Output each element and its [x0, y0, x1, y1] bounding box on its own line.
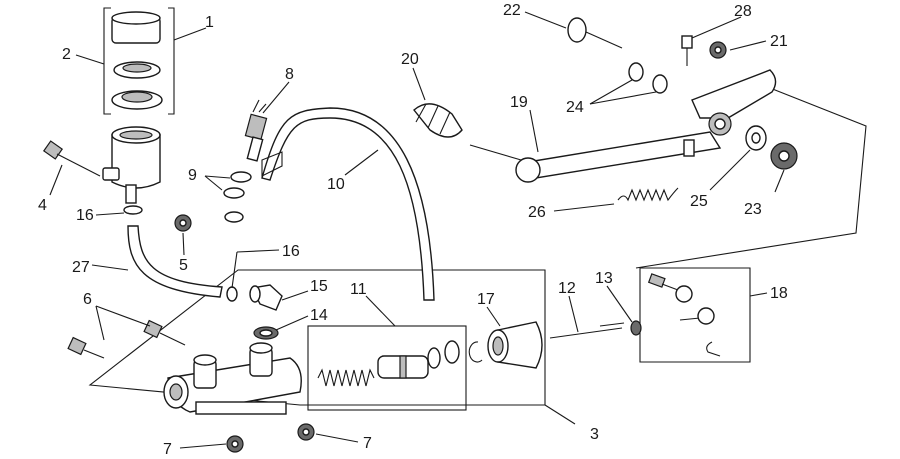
reservoir-screw [42, 140, 101, 177]
hose-clamp-lower [226, 286, 238, 302]
piston-washer [444, 340, 460, 364]
callout-2: 2 [62, 46, 71, 63]
callout-16-lower: 16 [282, 243, 300, 260]
callout-15: 15 [310, 278, 328, 295]
mounting-nuts [226, 423, 315, 453]
callout-27: 27 [72, 259, 90, 276]
callout-13: 13 [595, 270, 613, 287]
circlip [468, 341, 483, 363]
pushrod [549, 322, 625, 339]
pedal-assembly-frame [635, 87, 867, 269]
callout-11: 11 [350, 281, 367, 298]
adjuster-screw [681, 35, 693, 66]
callout-14: 14 [310, 307, 328, 324]
pivot-washers [628, 62, 668, 94]
dust-boot [487, 321, 543, 369]
callout-3: 3 [590, 426, 599, 443]
sealing-washers [223, 171, 252, 223]
pivot-nut-small [709, 41, 727, 59]
callout-19: 19 [510, 94, 528, 111]
callout-16-upper: 16 [76, 207, 94, 224]
pressure-switch [244, 99, 268, 162]
reservoir-seal [111, 90, 163, 110]
linkage-pin [647, 273, 693, 303]
pivot-nut-large [770, 142, 798, 170]
return-spring [617, 187, 679, 202]
reservoir-body [102, 126, 161, 204]
callout-24: 24 [566, 99, 584, 116]
callout-21: 21 [770, 33, 788, 50]
piston [377, 355, 429, 379]
reservoir-cap [111, 11, 161, 44]
callout-6: 6 [83, 291, 92, 308]
callout-5: 5 [179, 257, 188, 274]
ball-joint [679, 307, 715, 325]
piston-spring [317, 368, 375, 387]
callout-17: 17 [477, 291, 495, 308]
master-cylinder-body [163, 342, 302, 415]
callout-12: 12 [558, 280, 576, 297]
master-cylinder-assembly-frame [88, 269, 546, 406]
callout-18: 18 [770, 285, 788, 302]
callout-10: 10 [327, 176, 345, 193]
callout-9: 9 [188, 167, 197, 184]
clutch-pedal [469, 69, 777, 183]
reservoir-kit-bracket [103, 7, 175, 115]
callout-7-right: 7 [363, 435, 372, 452]
elbow-fitting [249, 284, 283, 311]
piston-kit-frame [307, 325, 467, 411]
hose-clamp-upper [123, 205, 143, 215]
piston-seal [427, 347, 441, 369]
leader-lines [49, 11, 785, 449]
callout-26: 26 [528, 204, 546, 221]
pedal-rubber [413, 103, 463, 138]
callout-labels: 1 2 3 4 5 6 7 7 8 9 10 11 12 13 14 15 16… [38, 2, 788, 458]
callout-4: 4 [38, 197, 47, 214]
callout-25: 25 [690, 193, 708, 210]
split-pin [706, 341, 721, 357]
reservoir-diaphragm [113, 61, 161, 79]
pivot-washer-large [745, 125, 767, 151]
callout-23: 23 [744, 201, 762, 218]
pivot-bolt [567, 17, 623, 49]
callout-20: 20 [401, 51, 419, 68]
oring-seal [253, 326, 279, 340]
pushrod-nut [630, 320, 642, 336]
callout-22: 22 [503, 2, 521, 19]
callout-1: 1 [205, 14, 214, 31]
callout-28: 28 [734, 3, 752, 20]
reservoir-hose [127, 225, 223, 298]
callout-8: 8 [285, 66, 294, 83]
clutch-hose [261, 107, 435, 301]
mounting-bolts [67, 319, 186, 359]
callout-7-left: 7 [163, 441, 172, 458]
reservoir-nut [174, 214, 192, 232]
